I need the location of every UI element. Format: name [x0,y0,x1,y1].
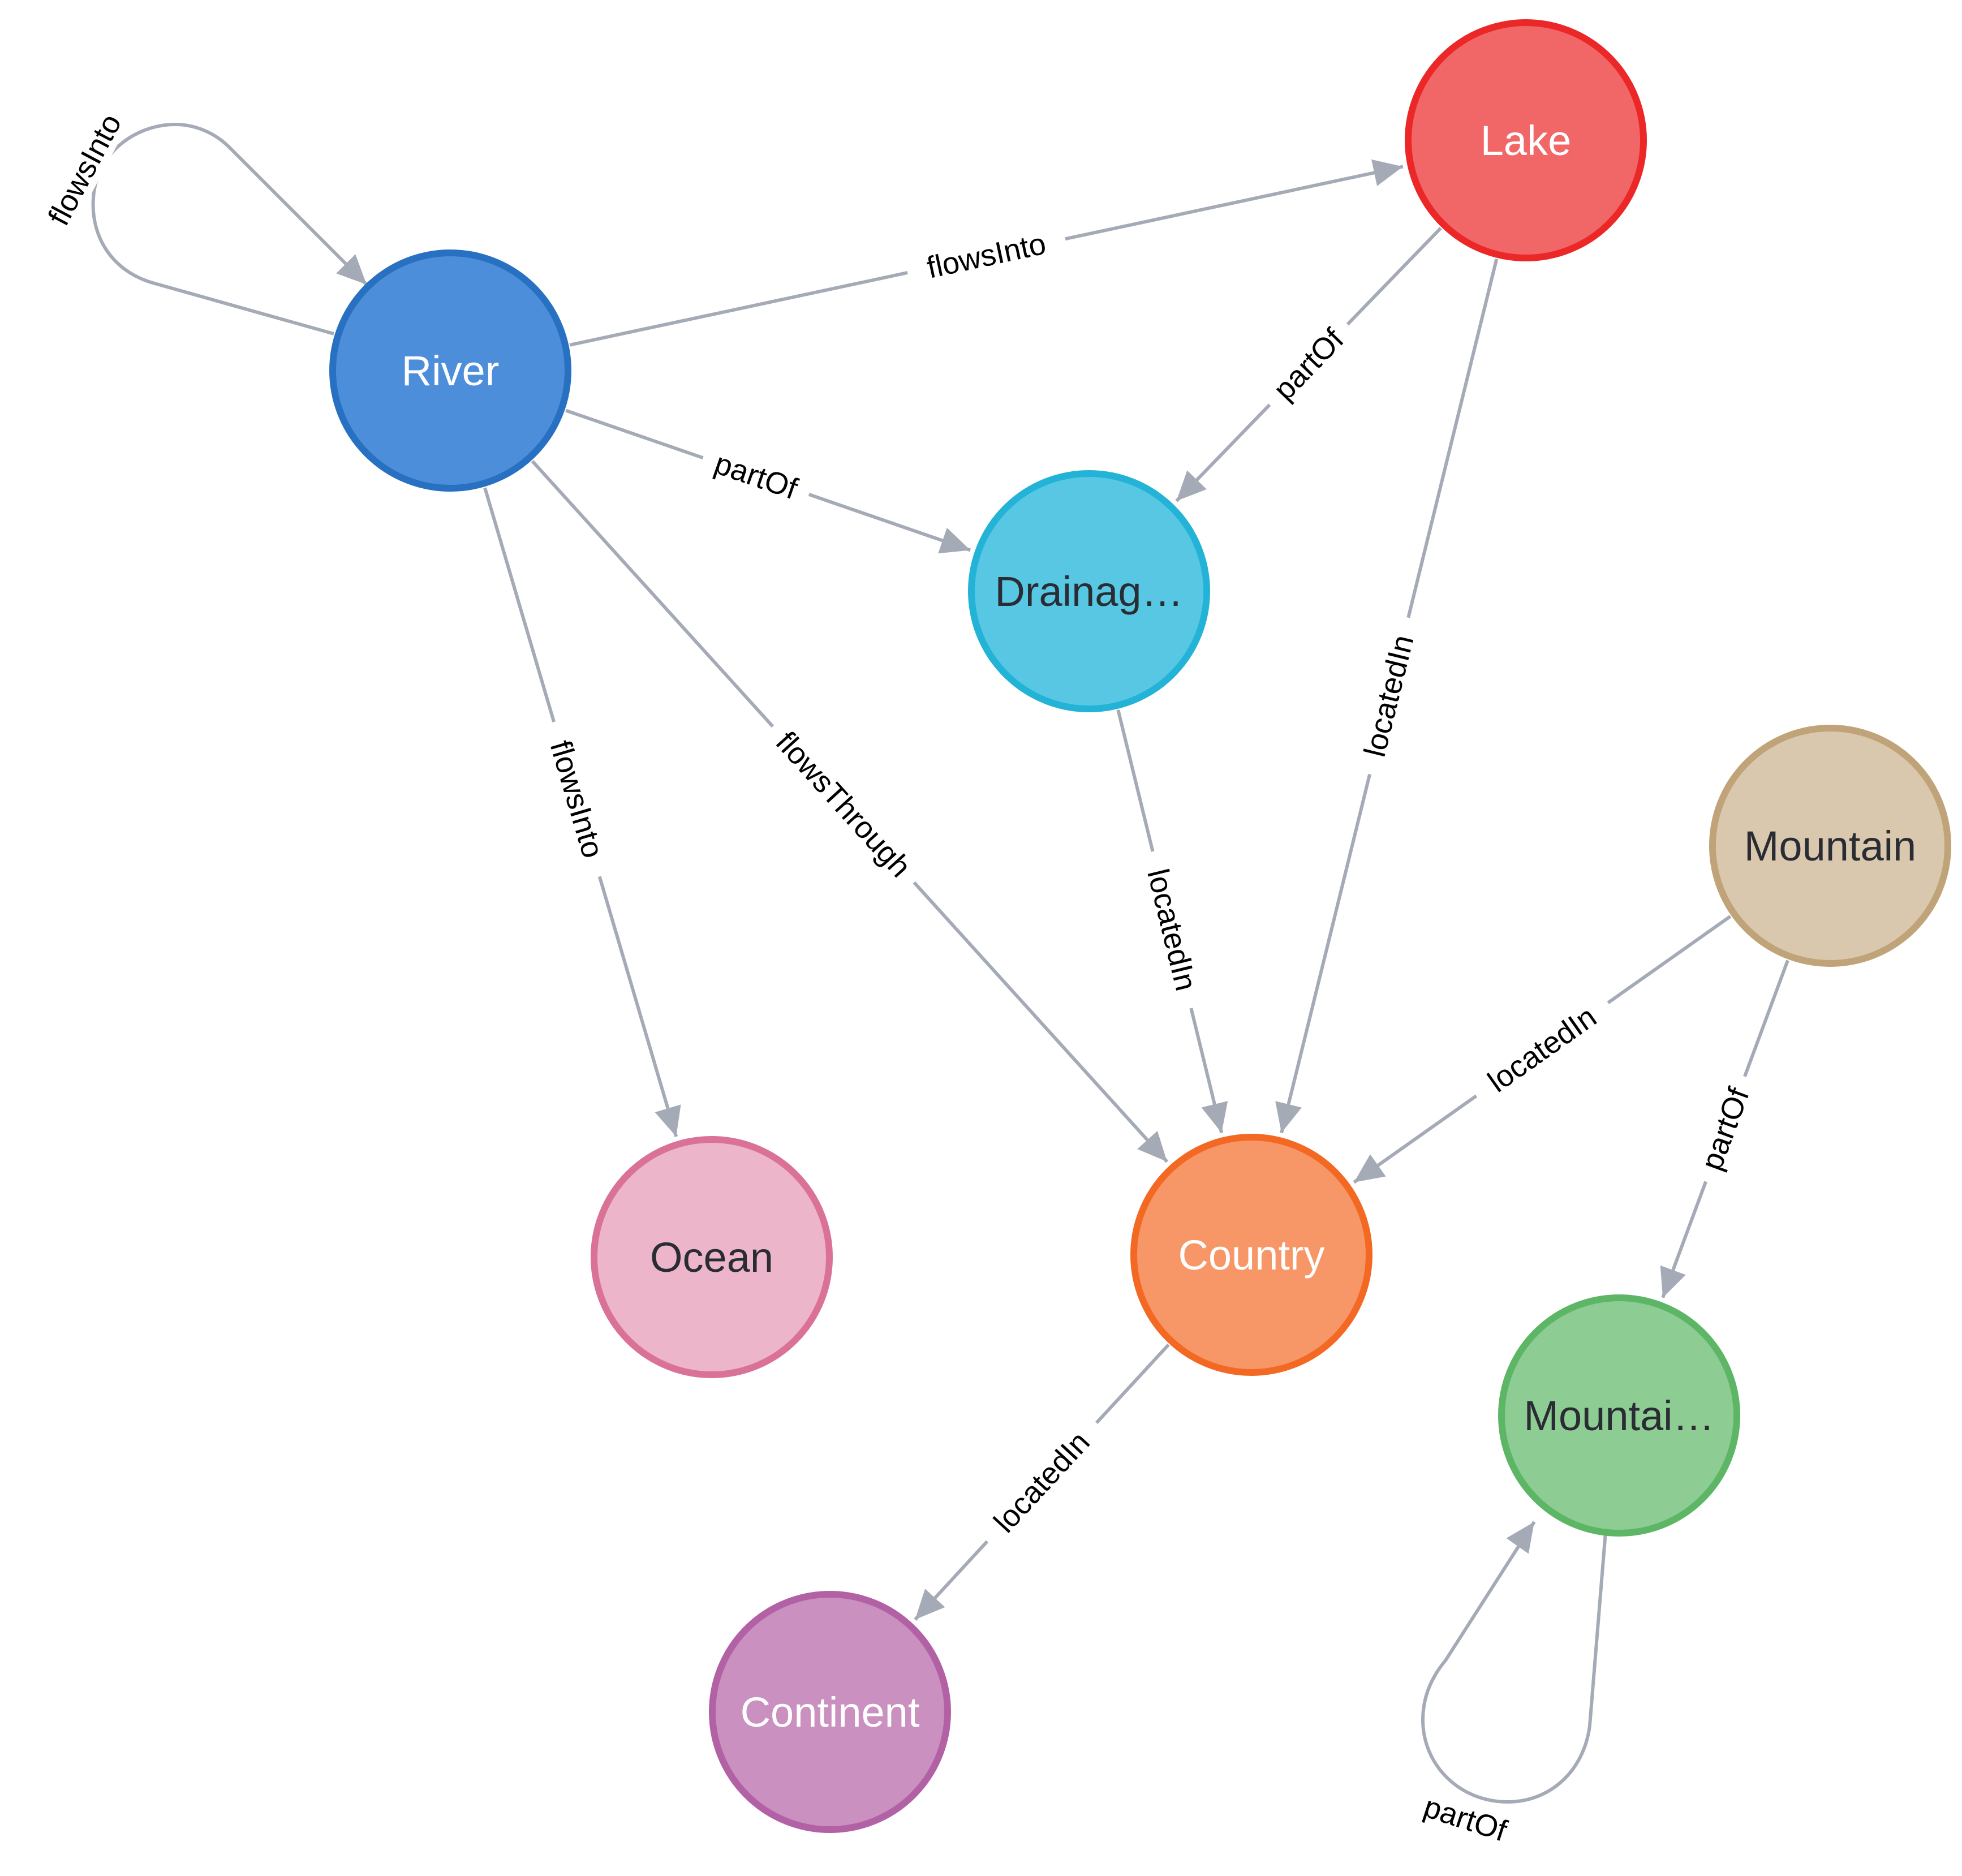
node-mountain-range[interactable]: Mountai… [1498,1294,1740,1537]
edge-label-bg [537,716,619,881]
edge-river-drainage-partOf[interactable]: partOf [565,408,971,554]
edge-arrowhead [1371,159,1403,186]
edge-river-river-flowsInto[interactable]: flowsInto [29,89,368,335]
edge-label: locatedIn [987,1425,1096,1539]
edge-label-bg [1464,986,1618,1110]
node-drainage[interactable]: Drainag… [968,470,1210,712]
edge-label: locatedIn [1358,632,1421,760]
edge-label-bg [1255,310,1360,417]
node-circle [1709,725,1951,967]
edge-lake-drainage-partOf[interactable]: partOf [1175,227,1442,502]
edge-river-lake-flowsInto[interactable]: flowsInto [569,159,1404,347]
node-label: Mountain [1744,823,1916,870]
edge-country-continent-locatedIn[interactable]: locatedIn [914,1343,1170,1621]
edge-mountain-country-locatedIn[interactable]: locatedIn [1353,915,1732,1184]
edge-label-bg [1686,1069,1761,1187]
edge-arrowhead [336,254,367,285]
node-label: Mountai… [1524,1392,1714,1439]
node-country[interactable]: Country [1130,1134,1372,1376]
edge-label-bg [1406,1782,1525,1853]
edge-arrowhead [1137,1130,1167,1162]
node-river[interactable]: River [329,249,571,492]
node-circle [591,1136,833,1378]
edge-label-bg [1350,613,1425,778]
edge-range-range-partOf[interactable]: partOf [1406,1521,1607,1853]
edge-label: flowsThrough [769,725,918,884]
node-circle [1498,1294,1740,1537]
edge-label: flowsInto [543,737,610,862]
edge-arrowhead [1201,1101,1228,1133]
edge-label-bg [1136,846,1211,1013]
edge-arrowhead [938,527,971,554]
edge-arrowhead [1176,470,1207,501]
edge-arrowhead [655,1104,681,1137]
node-ocean[interactable]: Ocean [591,1136,833,1378]
edge-label: locatedIn [1482,1000,1603,1099]
edge-lake-country-locatedIn[interactable]: locatedIn [1275,259,1499,1134]
edge-line [1421,1521,1607,1804]
edge-label-bg [972,1409,1109,1553]
edge-label-bg [760,712,930,894]
edge-label-bg [903,219,1069,290]
node-label: Drainag… [995,568,1183,615]
edge-arrowhead [1506,1522,1534,1554]
edge-mountain-range-partOf[interactable]: partOf [1660,959,1789,1298]
node-continent[interactable]: Continent [709,1591,951,1833]
node-circle [968,470,1210,712]
edge-arrowhead [1660,1265,1686,1298]
node-circle [709,1591,951,1833]
node-label: Continent [741,1689,920,1736]
node-circle [1130,1134,1372,1376]
edge-arrowhead [915,1589,945,1620]
edge-label: locatedIn [1141,866,1203,994]
edge-arrowhead [1354,1154,1386,1182]
edge-arrowhead [1275,1101,1302,1133]
node-label: River [402,347,500,394]
node-mountain[interactable]: Mountain [1709,725,1951,967]
edge-label: partOf [1267,322,1350,407]
edge-river-ocean-flowsInto[interactable]: flowsInto [483,487,681,1137]
node-label: Lake [1481,117,1571,164]
node-lake[interactable]: Lake [1405,19,1647,261]
edge-label-bg [697,438,816,511]
node-circle [1405,19,1647,261]
node-label: Ocean [650,1234,773,1281]
node-circle [329,249,571,492]
node-label: Country [1178,1232,1324,1279]
edge-drainage-country-locatedIn[interactable]: locatedIn [1116,709,1228,1134]
edge-line [91,122,368,335]
edge-label-bg [29,89,138,249]
